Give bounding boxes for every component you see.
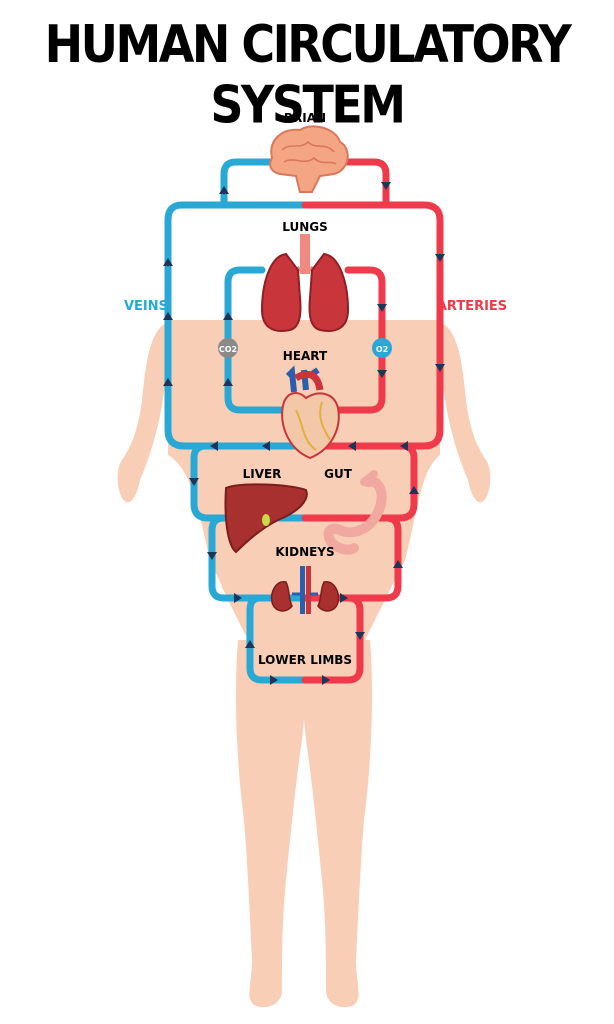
- arrow: [400, 441, 408, 451]
- arrow: [163, 312, 173, 320]
- vein-brain: [220, 158, 309, 209]
- arteries-label: ARTERIES: [437, 299, 507, 314]
- arrow: [163, 258, 173, 266]
- brain-icon: [269, 125, 349, 193]
- artery-brain: [301, 158, 390, 209]
- lungs-label: LUNGS: [282, 220, 328, 234]
- arrow: [435, 364, 445, 372]
- vein-outer: [164, 201, 309, 450]
- arrow: [377, 370, 387, 378]
- liver-icon: [224, 483, 308, 554]
- arrow: [223, 378, 233, 386]
- page-title: HUMAN CIRCULATORY SYSTEM: [44, 14, 572, 135]
- arrow: [219, 186, 229, 194]
- lower-limbs-label: LOWER LIMBS: [258, 653, 352, 667]
- flow-arrows: [163, 182, 445, 685]
- arrow: [207, 552, 217, 560]
- arrow: [245, 640, 255, 648]
- arrow: [409, 486, 419, 494]
- arrow: [163, 378, 173, 386]
- arrow: [189, 478, 199, 486]
- arrow: [210, 441, 218, 451]
- stomach-icon: [323, 470, 387, 555]
- o2-marker: O2: [372, 338, 392, 358]
- vein-lower-limbs: [246, 594, 309, 684]
- arrow: [355, 632, 365, 640]
- artery-outer: [301, 201, 444, 450]
- arrow: [234, 593, 242, 603]
- gut-label: GUT: [324, 467, 353, 481]
- co2-marker: CO2: [218, 338, 238, 358]
- brain-label: BRIAN: [284, 111, 326, 125]
- liver-label: LIVER: [243, 467, 282, 481]
- arrow: [377, 304, 387, 312]
- arrow: [340, 593, 348, 603]
- arrow: [262, 441, 270, 451]
- arrow: [223, 312, 233, 320]
- arrow: [381, 182, 391, 190]
- kidneys-label: KIDNEYS: [275, 545, 334, 559]
- heart-label: HEART: [283, 349, 328, 363]
- artery-kidneys: [301, 514, 402, 602]
- arrow: [348, 441, 356, 451]
- co2-label: CO2: [219, 345, 237, 354]
- veins-label: VEINS: [124, 299, 168, 314]
- arrow: [393, 560, 403, 568]
- o2-label: O2: [376, 345, 388, 354]
- kidneys-icon: [270, 566, 340, 614]
- heart-icon: [281, 365, 340, 460]
- arrow: [270, 675, 278, 685]
- arrow: [435, 254, 445, 262]
- lungs-icon: [260, 234, 350, 332]
- arrow: [322, 675, 330, 685]
- body-silhouette: [117, 320, 491, 1008]
